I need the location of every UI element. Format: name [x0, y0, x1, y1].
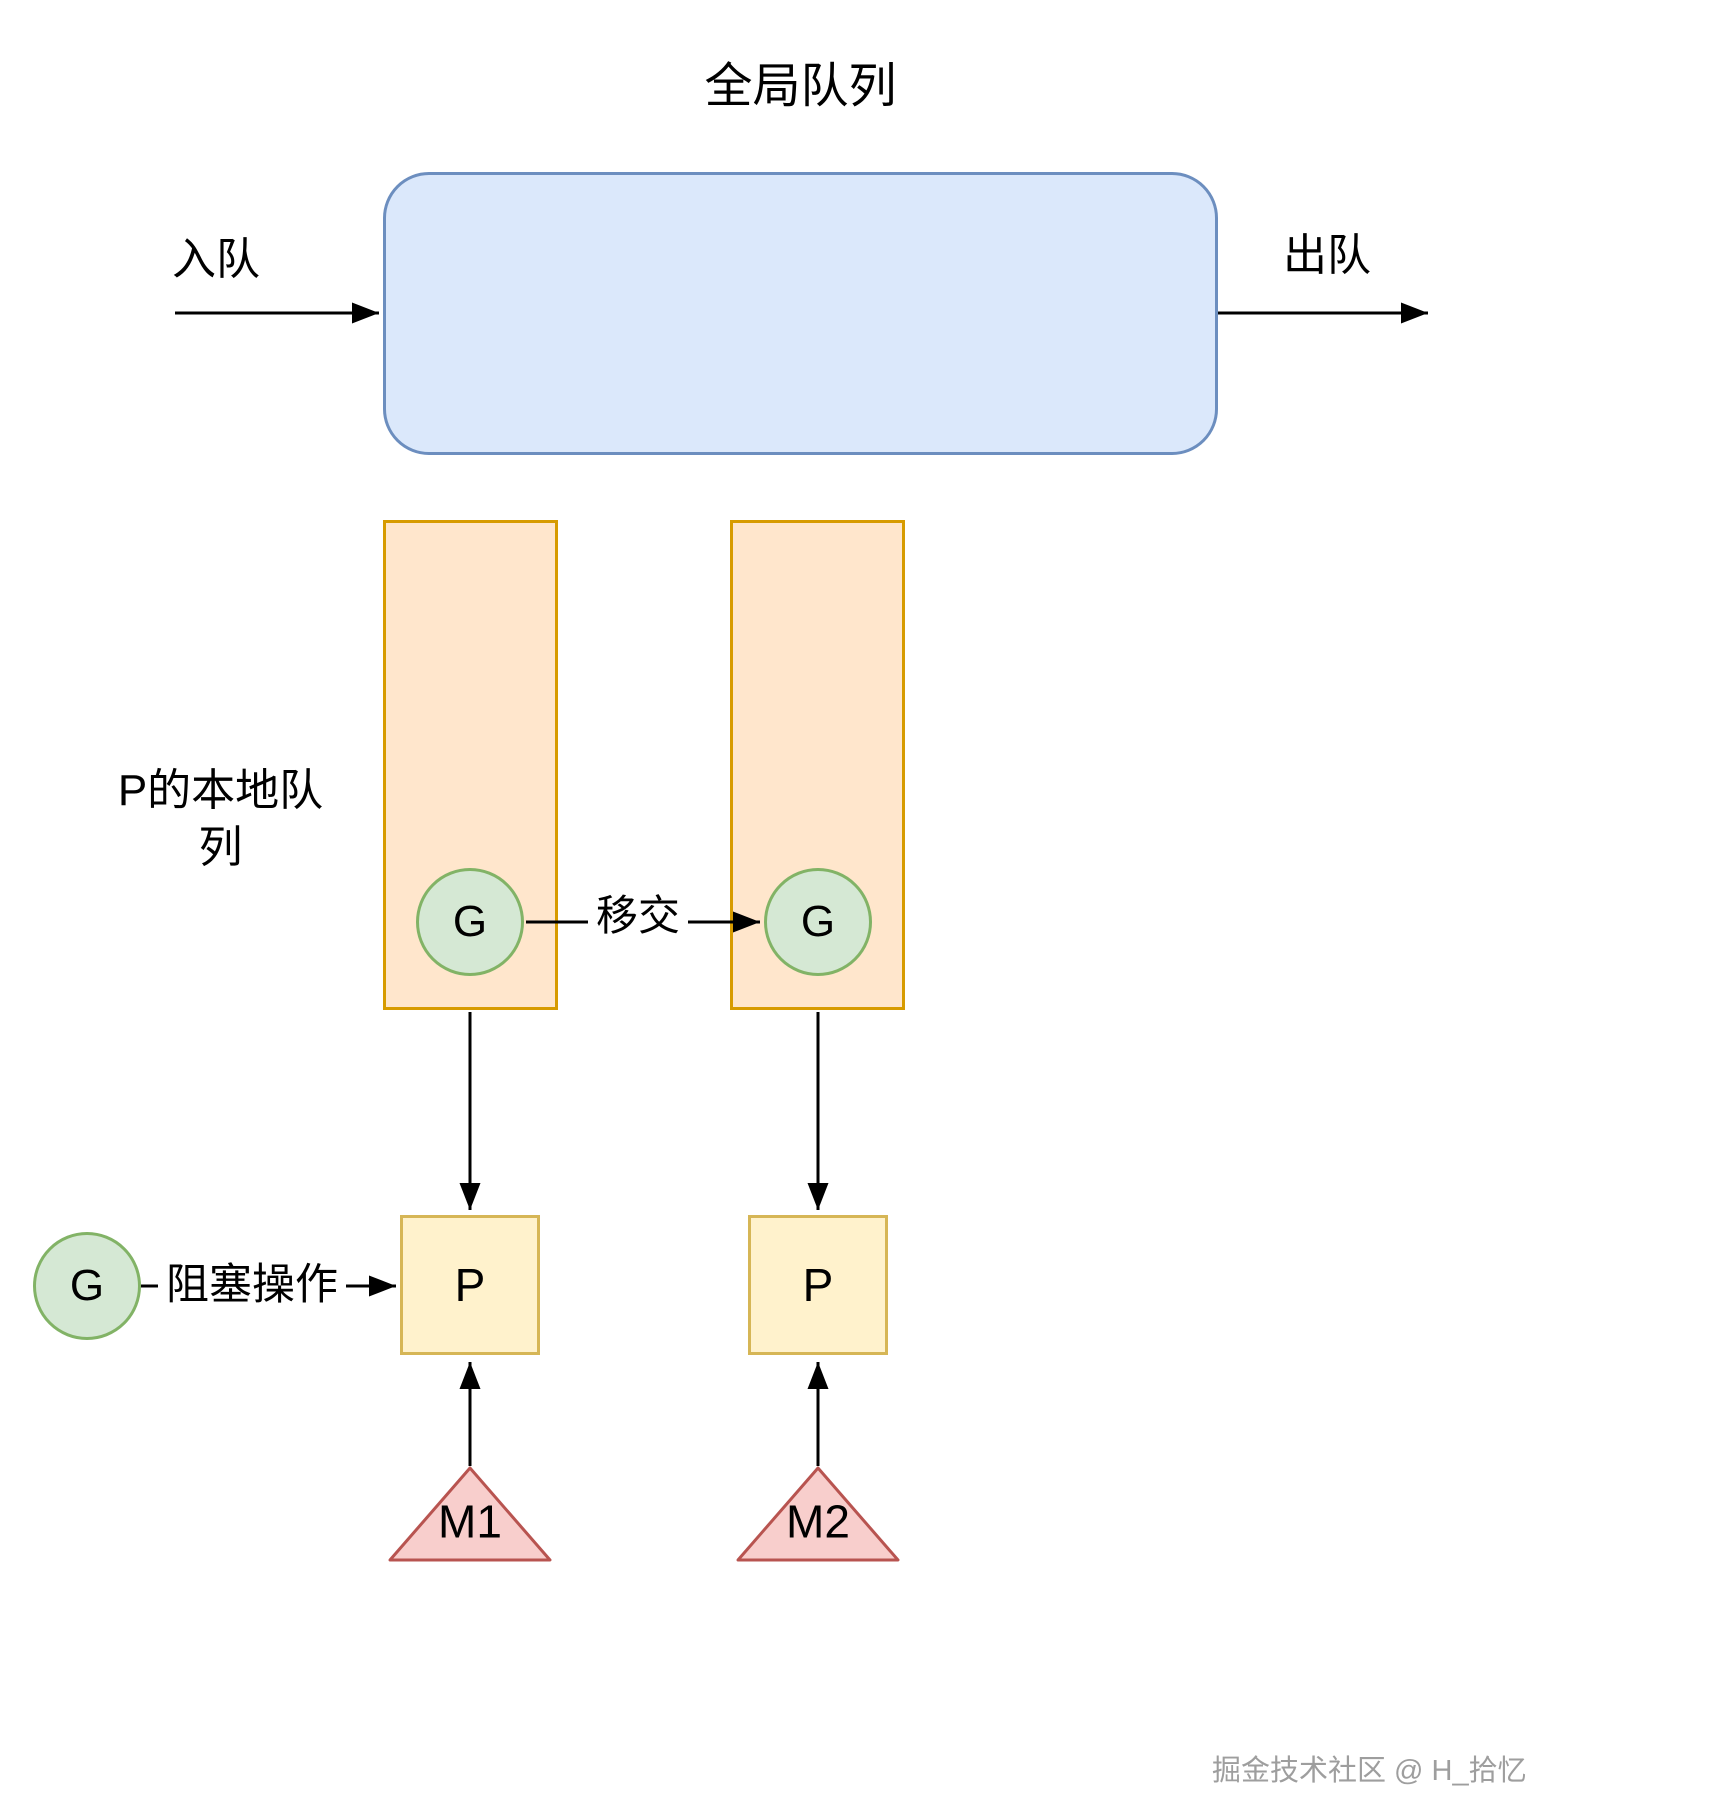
machine-1-label: M1: [438, 1495, 502, 1548]
processor-box-2: P: [748, 1215, 888, 1355]
processor-2-label: P: [802, 1259, 834, 1311]
dequeue-label: 出队: [1283, 231, 1371, 280]
goroutine-circle-1: G: [416, 868, 524, 976]
enqueue-label: 入队: [172, 235, 260, 284]
watermark: 掘金技术社区 @ H_拾忆: [1212, 1755, 1527, 1787]
global-queue-box: [383, 172, 1218, 455]
machine-2-label: M2: [786, 1495, 850, 1548]
blocked-goroutine-label: G: [69, 1261, 105, 1310]
diagram-title: 全局队列: [704, 60, 897, 113]
goroutine-1-label: G: [452, 897, 488, 946]
blocked-goroutine-circle: G: [33, 1232, 141, 1340]
goroutine-2-label: G: [800, 897, 836, 946]
local-queue-label: P的本地队 列: [117, 766, 324, 873]
processor-box-1: P: [400, 1215, 540, 1355]
processor-1-label: P: [454, 1259, 486, 1311]
goroutine-circle-2: G: [764, 868, 872, 976]
blocking-label: 阻塞操作: [158, 1260, 346, 1312]
handover-label: 移交: [587, 890, 689, 942]
